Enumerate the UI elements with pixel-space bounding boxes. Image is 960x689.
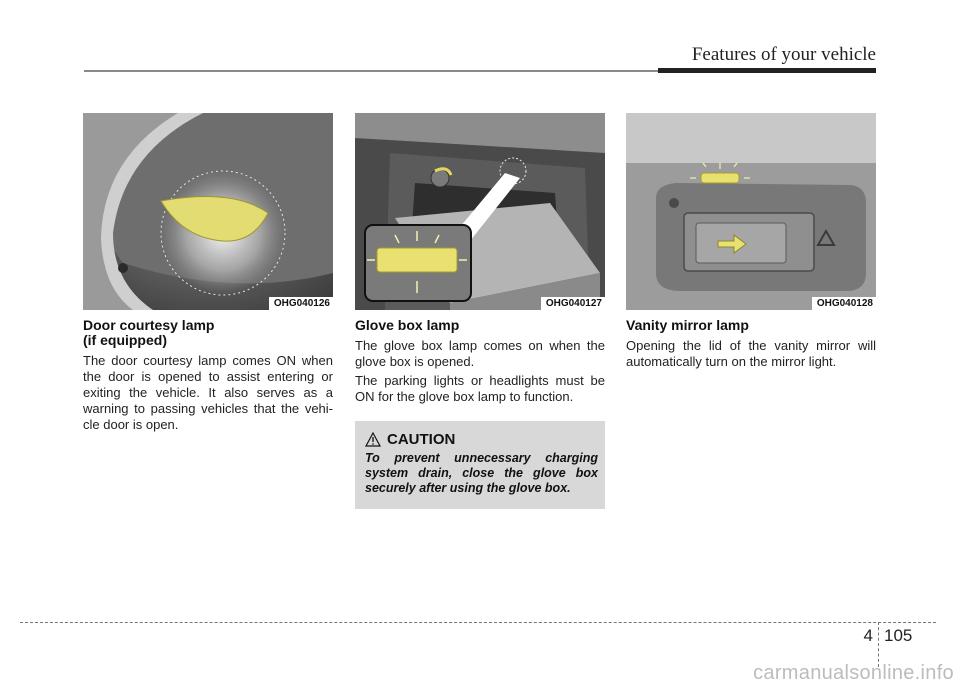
page-number: 105 <box>884 626 913 645</box>
section-title: Vanity mirror lamp <box>626 317 749 333</box>
section-title-line1: Door courtesy lamp <box>83 317 215 333</box>
body-paragraph: The glove box lamp comes on when the glo… <box>355 338 605 369</box>
door-courtesy-lamp-illustration: OHG040126 <box>83 113 333 310</box>
footer-rule <box>20 622 936 623</box>
header-rule-accent <box>658 68 876 73</box>
body-paragraph: Opening the lid of the vanity mirror wil… <box>626 338 876 369</box>
caution-text: To prevent unnecessary charging system d… <box>365 451 598 495</box>
footer-divider <box>878 622 879 667</box>
warning-triangle-icon <box>365 432 381 447</box>
body-paragraph: The parking lights or headlights must be… <box>355 373 605 404</box>
glove-box-drawing <box>355 113 605 310</box>
figure-code: OHG040128 <box>811 297 876 310</box>
chapter-number: 4 <box>863 626 873 645</box>
figure-code: OHG040126 <box>268 297 333 310</box>
section-title-line2: (if equipped) <box>83 332 167 348</box>
door-lamp-drawing <box>83 113 333 310</box>
caution-box: CAUTION To prevent unnecessary charging … <box>355 421 605 509</box>
body-paragraph: The door courtesy lamp comes ON when the… <box>83 353 333 432</box>
glove-box-lamp-illustration: OHG040127 <box>355 113 605 310</box>
section-title: Door courtesy lamp (if equipped) <box>83 318 333 348</box>
section-door-courtesy-lamp: OHG040126 Door courtesy lamp (if equippe… <box>83 113 333 433</box>
caution-header: CAUTION <box>365 431 598 448</box>
figure-code: OHG040127 <box>540 297 605 310</box>
vanity-mirror-lamp-illustration: OHG040128 <box>626 113 876 310</box>
watermark: carmanualsonline.info <box>753 662 954 684</box>
section-vanity-mirror-lamp: OHG040128 Vanity mirror lamp Opening the… <box>626 113 876 370</box>
section-header-title: Features of your vehicle <box>691 44 876 65</box>
section-glove-box-lamp: OHG040127 Glove box lamp The glove box l… <box>355 113 605 509</box>
section-title: Glove box lamp <box>355 317 460 333</box>
header-rule <box>84 70 876 72</box>
caution-title: CAUTION <box>387 431 456 448</box>
vanity-mirror-drawing <box>626 113 876 310</box>
